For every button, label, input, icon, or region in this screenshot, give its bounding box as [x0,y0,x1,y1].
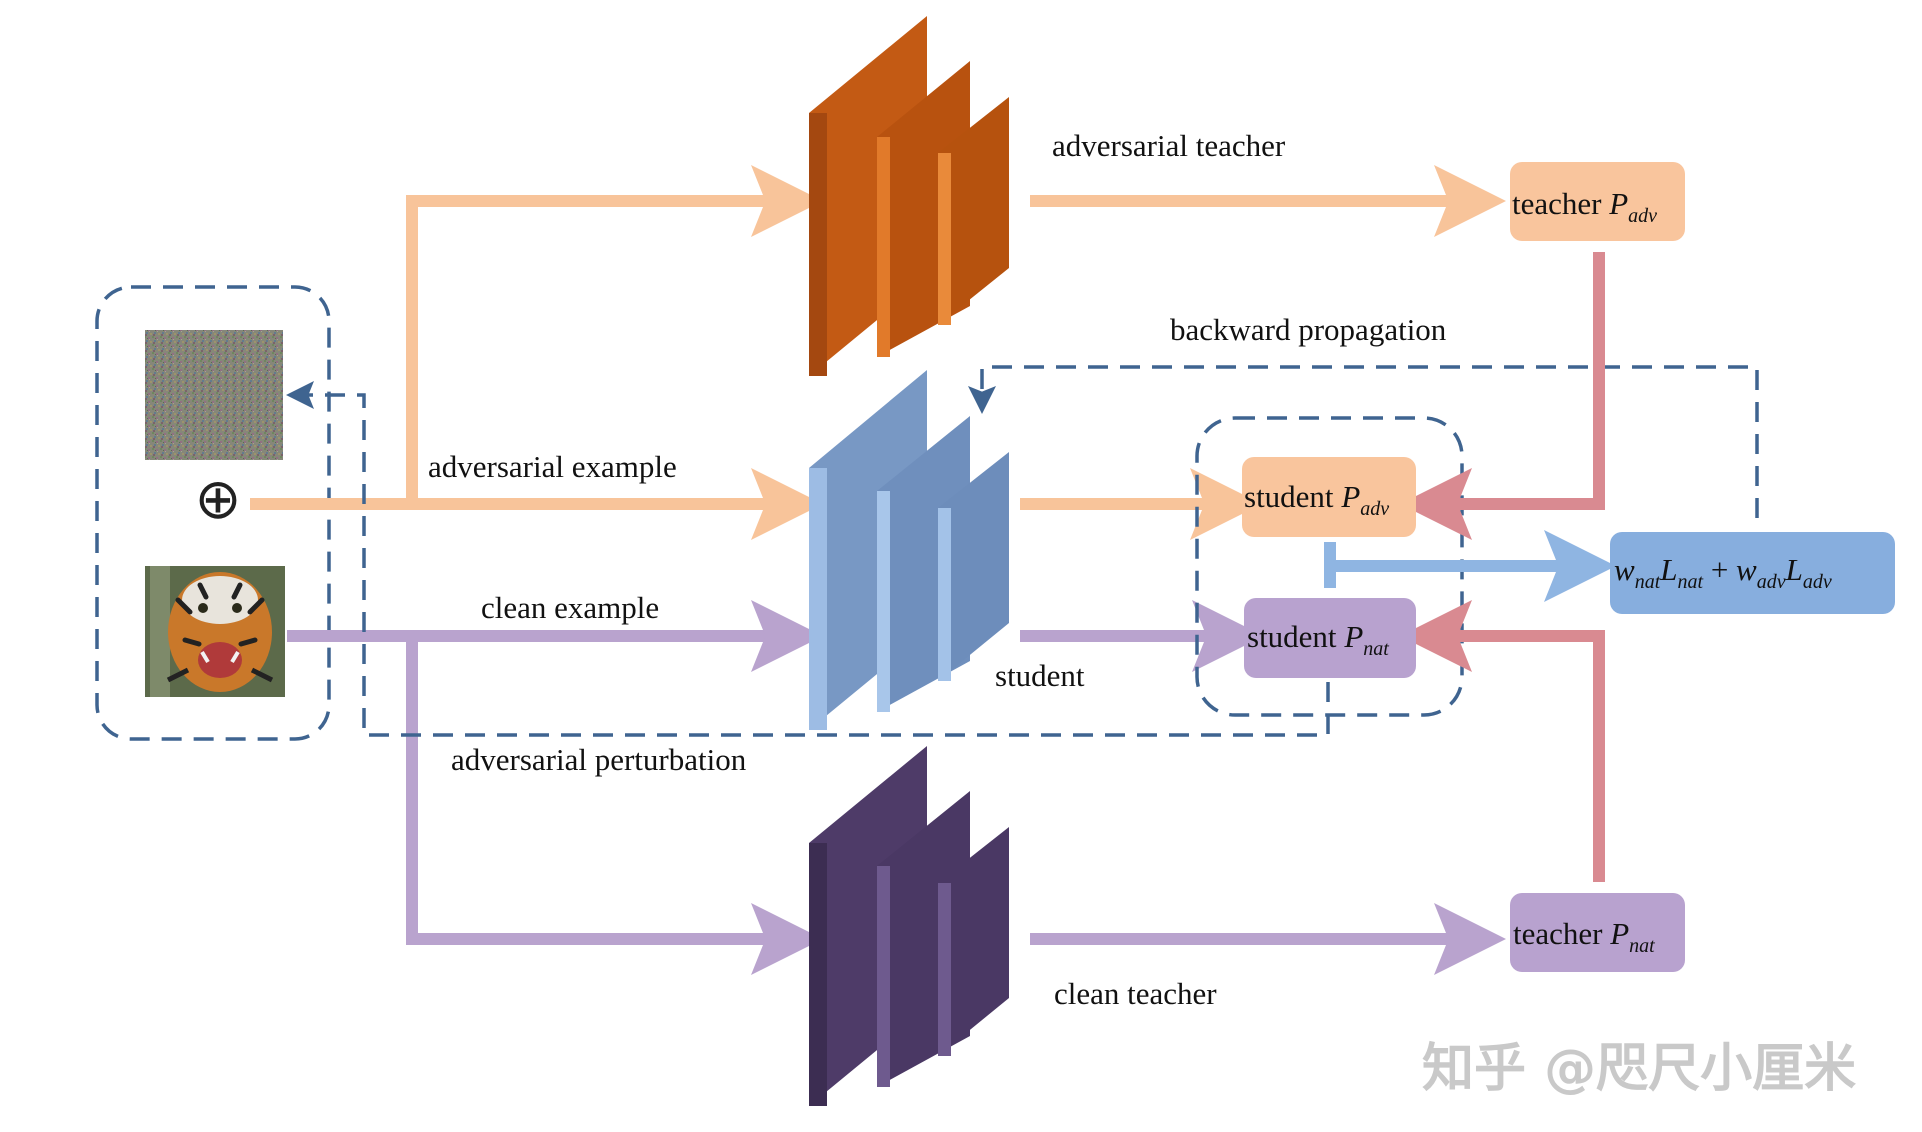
label-adversarial-example: adversarial example [428,449,677,484]
input-group-dashed-box [95,285,331,741]
teacher-adv-sub: adv [1628,205,1657,227]
student-nat-var: P [1343,619,1363,654]
student-adv-label: student [1244,479,1341,514]
svg-text:student Pnat: student Pnat [1247,619,1389,660]
backward-propagation-dashed-path [968,365,1759,518]
student-adv-var: P [1340,479,1360,514]
student-network [809,370,1009,730]
label-adversarial-teacher: adversarial teacher [1052,128,1286,163]
student-adv-node: student Padv [1242,457,1416,537]
label-student: student [995,658,1085,693]
oplus-symbol: ⊕ [195,467,242,532]
arrow-teacher-adv-to-student-adv [1400,252,1605,540]
teacher-nat-label: teacher [1513,916,1610,951]
loss-L1: L [1659,552,1677,587]
teacher-adv-node: teacher Padv [1510,162,1685,241]
teacher-nat-node: teacher Pnat [1510,893,1685,972]
teacher-nat-sub: nat [1629,935,1655,957]
svg-text:student Padv: student Padv [1244,479,1389,520]
label-clean-example: clean example [481,590,659,625]
teacher-adv-var: P [1608,186,1628,221]
adversarial-teacher-network [809,16,1009,376]
tiger-image [145,566,285,697]
loss-s2: nat [1678,571,1704,593]
loss-s3: adv [1757,571,1786,593]
svg-text:teacher Pnat: teacher Pnat [1513,916,1655,957]
loss-node: wnatLnat + wadvLadv [1610,532,1895,614]
clean-input-arrows [287,600,823,975]
svg-text:teacher Padv: teacher Padv [1512,186,1657,227]
clean-teacher-network [809,746,1009,1106]
adversarial-perturbation-dashed-path [286,381,1330,737]
student-nat-sub: nat [1363,638,1389,660]
label-clean-teacher: clean teacher [1054,976,1217,1011]
loss-w2: w [1736,552,1757,587]
loss-plus: + [1703,552,1736,587]
teacher-nat-var: P [1609,916,1629,951]
loss-w1: w [1614,552,1635,587]
adversarial-input-arrows [250,165,823,540]
arrow-teacher-nat-to-student-nat [1400,600,1605,882]
teacher-adv-label: teacher [1512,186,1609,221]
loss-s1: nat [1635,571,1661,593]
watermark: 知乎 @咫尺小厘米 [1422,1039,1856,1099]
label-adversarial-perturbation: adversarial perturbation [451,742,747,777]
loss-s4: adv [1803,571,1832,593]
perturbation-noise-image [145,330,283,460]
student-nat-label: student [1247,619,1344,654]
loss-L2: L [1785,552,1803,587]
svg-text:wnatLnat + wadvLadv: wnatLnat + wadvLadv [1614,552,1832,593]
label-backward-propagation: backward propagation [1170,312,1447,347]
student-nat-node: student Pnat [1244,598,1416,678]
student-adv-sub: adv [1360,498,1389,520]
